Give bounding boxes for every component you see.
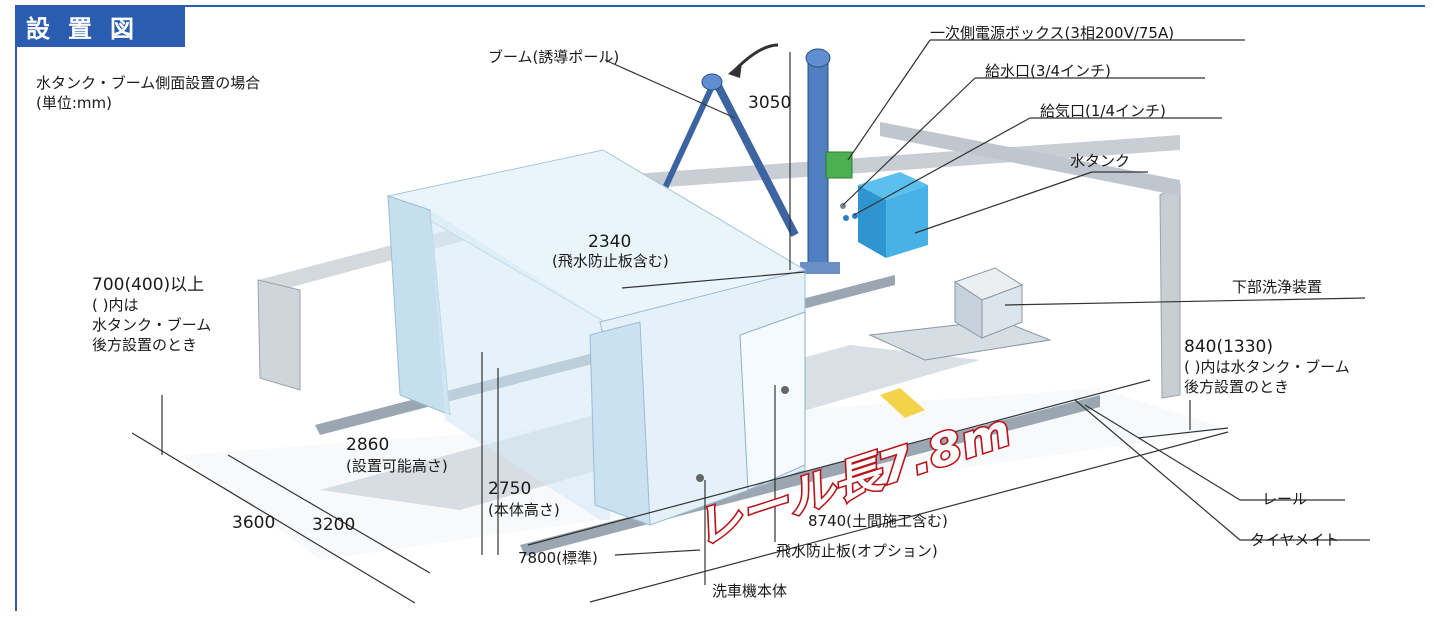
boom-pole: [662, 43, 840, 274]
dimension-lines: [131, 39, 1370, 604]
header-tab: [15, 5, 185, 47]
left-clearance-note-1: ( )内は: [92, 296, 138, 314]
right-clearance-note-2: 後方設置のとき: [1184, 378, 1289, 396]
depth-outer-value: 3600: [232, 513, 275, 533]
air-inlet-label: 給気口(1/4インチ): [1040, 102, 1166, 120]
right-clearance-value: 840(1330): [1184, 337, 1273, 357]
under-wash-plate: [868, 319, 1052, 361]
power-box-label: 一次側電源ボックス(3相200V/75A): [930, 24, 1174, 42]
body-height-note: (本体高さ): [488, 501, 560, 519]
install-height-note: (設置可能高さ): [346, 457, 448, 475]
rail-label: レール: [1262, 490, 1307, 508]
page-title: 設置図: [26, 15, 152, 43]
machine-body-label: 洗車機本体: [712, 582, 787, 600]
boom-height-value: 3050: [748, 93, 791, 113]
total-length-label: 8740(土間施工含む): [808, 512, 948, 530]
water-tank-label: 水タンク: [1070, 152, 1130, 170]
tire-mate-marker: [880, 388, 925, 418]
boom-label: ブーム(誘導ポール): [488, 48, 619, 66]
water-tank: [886, 185, 928, 258]
machine-body: [386, 149, 807, 526]
power-box: [825, 151, 853, 179]
water-inlet-label: 給水口(3/4インチ): [985, 62, 1111, 80]
note-unit: (単位:mm): [36, 94, 112, 112]
tire-mate-label: タイヤメイト: [1250, 531, 1339, 549]
splash-guard-label: 飛水防止板(オプション): [776, 542, 938, 560]
under-wash-label: 下部洗浄装置: [1232, 278, 1322, 296]
left-clearance-note-2: 水タンク・ブーム: [92, 316, 211, 334]
left-clearance-value: 700(400)以上: [92, 275, 204, 295]
body-height-value: 2750: [488, 479, 531, 499]
header-rule: [15, 5, 1425, 7]
right-clearance-note-1: ( )内は水タンク・ブーム: [1184, 358, 1350, 376]
left-clearance-note-3: 後方設置のとき: [92, 336, 197, 354]
depth-inner-value: 3200: [312, 515, 355, 535]
under-wash-unit: [981, 284, 1023, 339]
splash-guard: [739, 311, 806, 491]
install-height-value: 2860: [346, 435, 389, 455]
note-install-case: 水タンク・ブーム側面設置の場合: [36, 74, 261, 92]
equipment: [825, 151, 1024, 339]
width-note: (飛水防止板含む): [552, 252, 669, 270]
rail-standard-label: 7800(標準): [518, 549, 598, 567]
width-value: 2340: [588, 232, 631, 252]
frame-left-rule: [15, 5, 17, 611]
